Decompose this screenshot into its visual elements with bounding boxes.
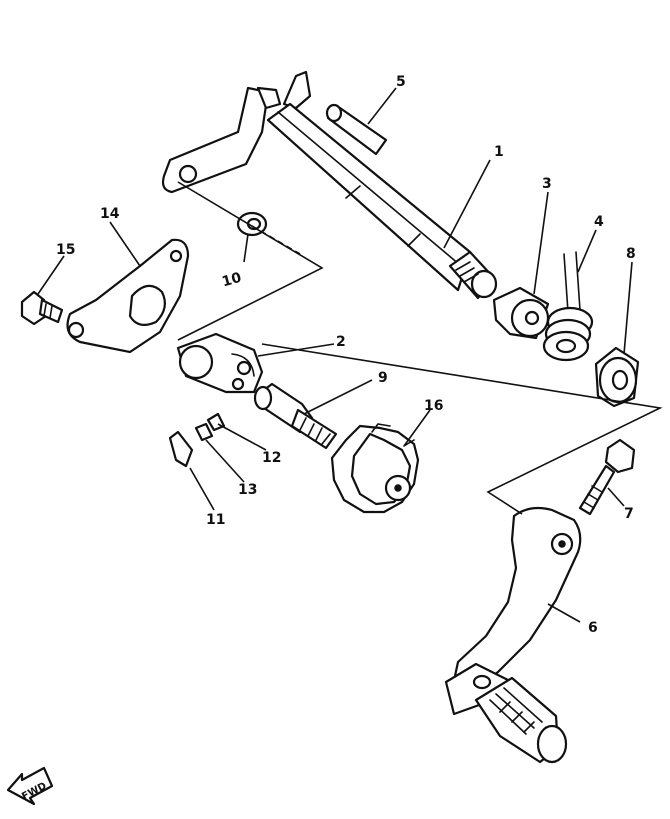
screw-15 [20, 290, 64, 326]
label-12: 12 [262, 450, 281, 466]
bushing-8 [594, 346, 640, 408]
collar-3 [492, 286, 550, 340]
part-numbers: 1 2 3 4 5 6 7 8 9 10 11 12 13 14 15 16 [56, 74, 636, 636]
small-parts-11-12-13 [168, 412, 226, 468]
guide-plate-14 [66, 238, 190, 354]
label-14: 14 [100, 206, 120, 222]
label-2: 2 [336, 334, 346, 350]
label-1: 1 [494, 144, 504, 160]
label-15: 15 [56, 242, 75, 258]
segment-16 [330, 423, 420, 514]
label-9: 9 [378, 370, 388, 386]
assembly-lines [177, 181, 663, 515]
leader-lines [37, 87, 633, 623]
label-6: 6 [588, 620, 598, 636]
label-5: 5 [396, 74, 406, 90]
label-13: 13 [238, 482, 257, 498]
label-11: 11 [206, 512, 225, 528]
spring-4 [542, 251, 594, 362]
label-16: 16 [424, 398, 443, 414]
shift-cam-lever-2 [176, 332, 264, 394]
stud-bolt-9 [253, 382, 338, 450]
label-8: 8 [626, 246, 636, 262]
bolt-7 [578, 438, 636, 516]
forward-arrow-icon: FWD [6, 766, 54, 806]
shift-shaft [161, 70, 498, 300]
label-7: 7 [624, 506, 634, 522]
label-10: 10 [220, 270, 243, 291]
label-3: 3 [542, 176, 552, 192]
pin-5 [325, 103, 388, 156]
shift-pedal-6 [444, 506, 582, 764]
label-4: 4 [594, 214, 604, 230]
